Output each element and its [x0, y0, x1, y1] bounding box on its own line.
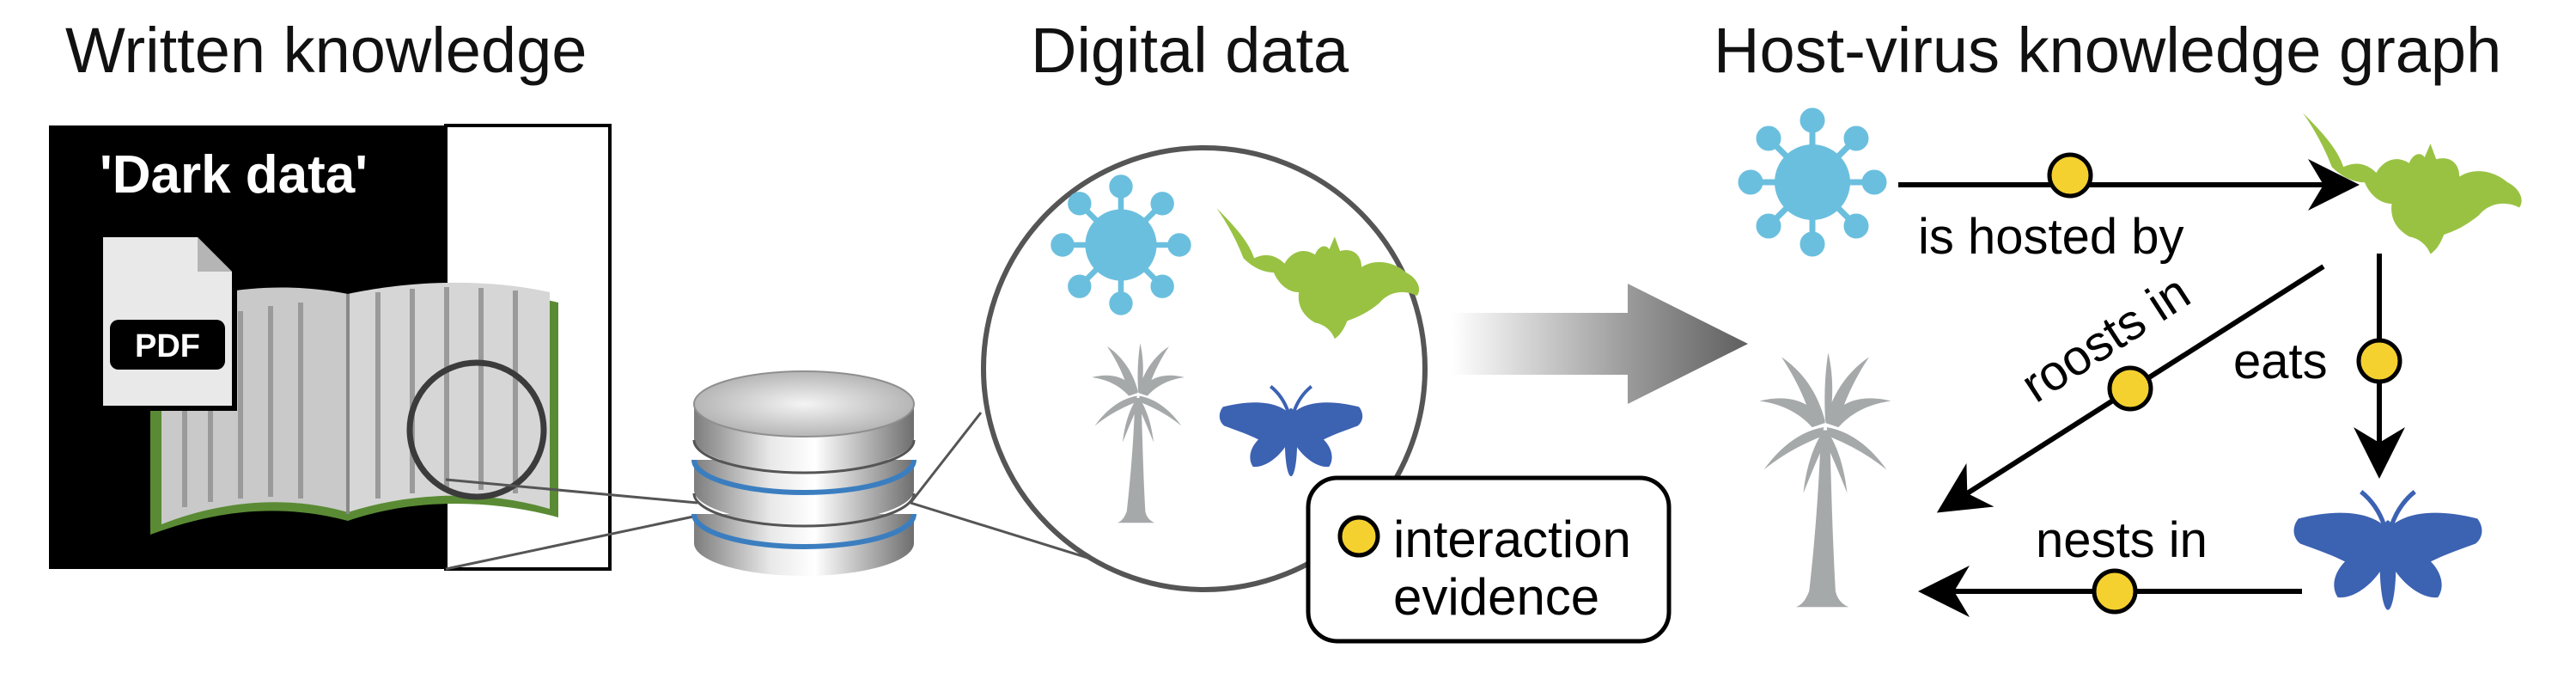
virus-icon	[1054, 178, 1189, 313]
evidence-marker-hosted-by	[2047, 152, 2093, 199]
graph-moth-icon	[2294, 492, 2482, 610]
graph-virus-icon	[1741, 111, 1884, 254]
evidence-marker-eats	[2356, 338, 2402, 384]
database-icon	[691, 370, 917, 576]
evidence-marker-nests-in	[2092, 568, 2138, 615]
evidence-marker-roosts-in	[2107, 365, 2153, 412]
dark-data-label: 'Dark data'	[100, 145, 368, 205]
edge-label-nests-in: nests in	[2036, 512, 2208, 568]
magnifier-circle	[406, 359, 547, 500]
legend-line2: evidence	[1393, 568, 1599, 626]
legend-box: interaction evidence	[1306, 475, 1672, 644]
edge-label-roosts-in: roosts in	[2012, 264, 2200, 413]
evidence-marker-icon	[1337, 515, 1380, 558]
edge-label-eats: eats	[2233, 333, 2328, 389]
evidence-markers	[2047, 152, 2402, 615]
pdf-label: PDF	[135, 328, 200, 364]
edge-label-hosted-by: is hosted by	[1918, 209, 2184, 265]
legend-line1: interaction	[1393, 511, 1631, 568]
pdf-file-icon: PDF	[103, 237, 237, 411]
graph-palm-tree-icon	[1759, 352, 1891, 608]
section-title-written-knowledge: Written knowledge	[65, 15, 588, 86]
transform-arrow-icon	[1452, 284, 1748, 404]
section-title-knowledge-graph: Host-virus knowledge graph	[1714, 15, 2502, 86]
section-title-digital-data: Digital data	[1031, 15, 1349, 86]
